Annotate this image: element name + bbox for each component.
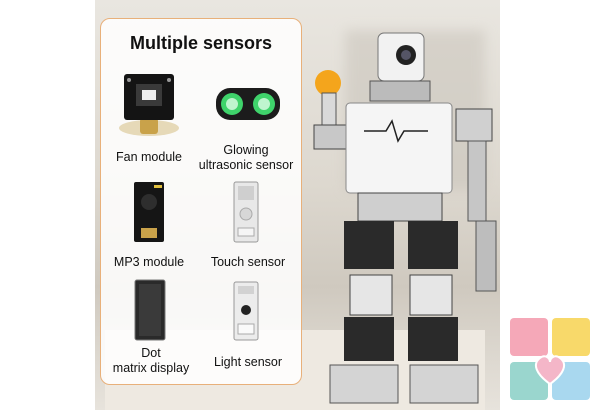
sensor-panel: Multiple sensors (100, 18, 302, 385)
humanoid-robot (313, 32, 497, 404)
left-shin-servo (344, 317, 394, 361)
right-thigh-servo (408, 221, 458, 269)
right-arm (467, 140, 487, 222)
fan-module-label: Fan module (115, 150, 182, 164)
mp3-module-image (134, 182, 164, 242)
touch-sensor-label: Touch sensor (210, 255, 286, 269)
robot-hips (357, 192, 443, 222)
right-foot (409, 364, 479, 404)
ultrasonic-sensor-image (216, 88, 280, 120)
orange-ball (315, 70, 341, 96)
touch-sensor-image (233, 181, 259, 243)
heart-icon (534, 355, 566, 386)
mp3-module-label: MP3 module (113, 255, 185, 269)
panel-title: Multiple sensors (129, 33, 273, 53)
heartbeat-icon (364, 119, 428, 143)
right-shoulder (455, 108, 493, 142)
dot-matrix-image (134, 279, 166, 341)
right-forearm (475, 220, 497, 292)
fan-module-image (119, 74, 179, 136)
dot-matrix-label: Dot matrix display (112, 346, 190, 375)
left-foot (329, 364, 399, 404)
right-knee-servo (409, 274, 453, 316)
ultrasonic-sensor-label: Glowing ultrasonic sensor (198, 143, 294, 172)
robot-neck (369, 80, 431, 102)
light-sensor-label: Light sensor (213, 355, 283, 369)
left-knee-servo (349, 274, 393, 316)
robot-torso (345, 102, 453, 194)
right-shin-servo (408, 317, 458, 361)
light-sensor-image (233, 281, 259, 341)
left-thigh-servo (344, 221, 394, 269)
puzzle-heart-logo (510, 318, 590, 400)
